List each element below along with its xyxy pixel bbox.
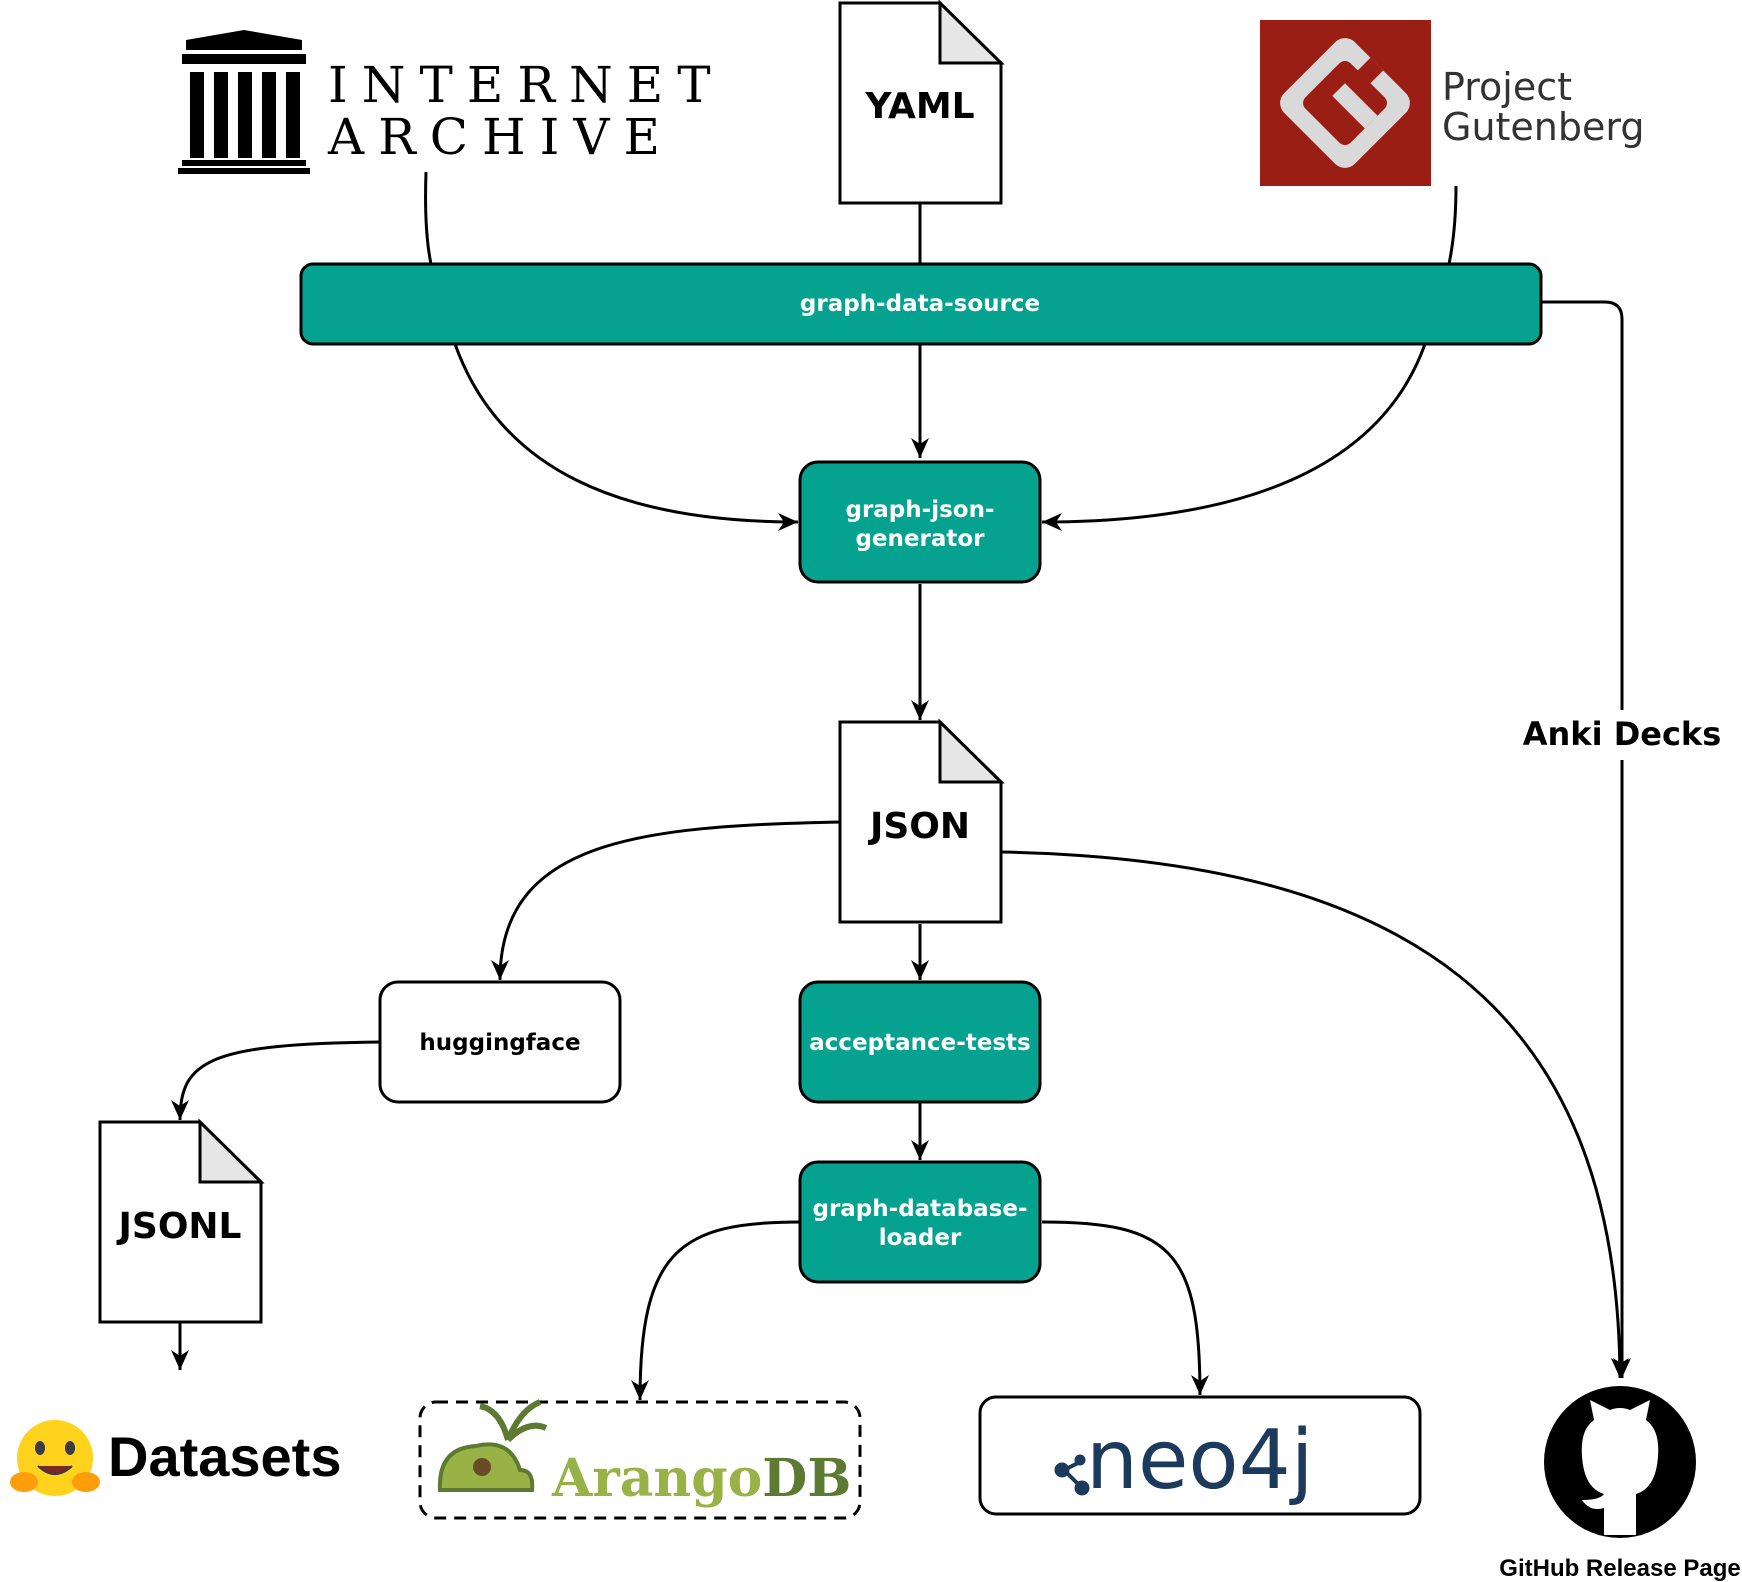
huggingface-node[interactable]: huggingface [378,980,622,1104]
edge-archive-to-source [424,171,433,265]
arangodb-label-a: Arango [551,1448,762,1509]
arangodb-label: ArangoDB [551,1448,851,1509]
json-document: JSON [838,718,1005,924]
graph-database-loader-node[interactable]: graph-database- loader [798,1160,1042,1284]
anki-decks-label: Anki Decks [1523,715,1722,753]
graph-data-source-node[interactable]: graph-data-source [299,262,1543,346]
edge-anki-decks [1541,300,1631,1378]
datasets-target: Datasets [10,1420,341,1496]
neo4j-label: neo4j [1086,1413,1314,1508]
jsonl-label: JSONL [116,1206,242,1247]
gutenberg-line2: Gutenberg [1442,105,1644,149]
yaml-label: YAML [864,86,974,127]
acceptance-tests-label: acceptance-tests [809,1030,1031,1056]
edge-source-right-to-generator [1041,343,1427,531]
edge-loader-to-neo4j [1041,1220,1209,1396]
neo4j-graph-icon [1054,1454,1090,1496]
acceptance-tests-node[interactable]: acceptance-tests [798,980,1042,1104]
archive-line1: INTERNET [328,56,725,114]
huggingface-label: huggingface [419,1030,580,1056]
anki-decks-label-group: Anki Decks [1523,710,1722,760]
arangodb-label-b: DB [762,1448,851,1509]
edge-gutenberg-to-source [1447,185,1458,265]
arangodb-target: ArangoDB [418,1399,862,1520]
graph-data-source-label: graph-data-source [800,291,1040,317]
archive-line2: ARCHIVE [327,108,674,166]
edge-huggingface-to-jsonl [171,1040,381,1121]
edge-json-to-huggingface [491,820,841,981]
archive-building-icon [178,30,310,174]
edges [171,171,1631,1401]
edge-loader-to-arango [631,1220,801,1401]
github-octocat-icon [1544,1386,1696,1538]
gutenberg-line1: Project [1442,65,1572,109]
yaml-document: YAML [838,0,1005,205]
graph-database-loader-label-1: graph-database- [812,1196,1027,1222]
github-label: GitHub Release Page [1499,1555,1740,1582]
json-label: JSON [867,806,970,847]
gutenberg-logo: Project Gutenberg [1260,20,1644,186]
internet-archive-logo: INTERNET ARCHIVE [178,30,725,174]
graph-json-generator-node[interactable]: graph-json- generator [798,460,1042,584]
github-target: GitHub Release Page [1499,1386,1741,1582]
edge-source-left-to-generator [453,343,799,531]
graph-json-generator-label-2: generator [855,526,985,552]
graph-database-loader-label-2: loader [879,1225,962,1251]
arangodb-avocado-icon [437,1399,548,1492]
hugging-face-emoji-icon [10,1420,100,1496]
neo4j-target: neo4j [978,1395,1422,1516]
datasets-label: Datasets [108,1425,341,1488]
jsonl-document: JSONL [98,1118,265,1324]
edge-json-to-github [1001,850,1629,1379]
graph-json-generator-label-1: graph-json- [845,497,994,523]
